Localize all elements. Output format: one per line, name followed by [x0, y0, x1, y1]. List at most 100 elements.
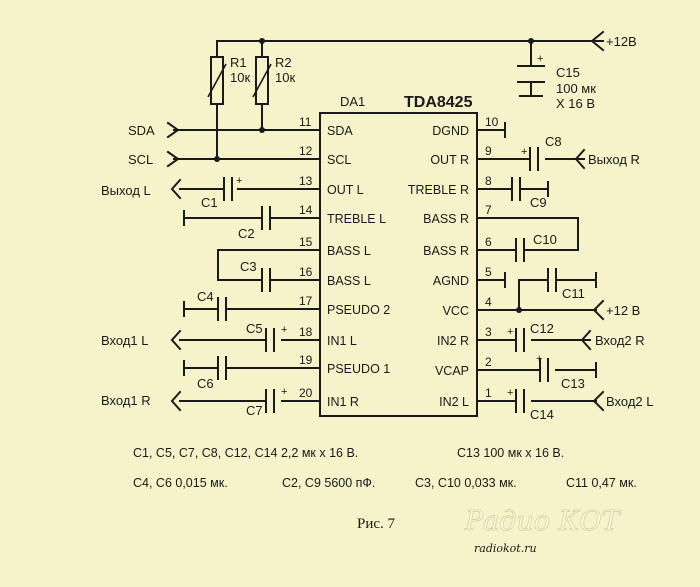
ic-pin-leads	[289, 129, 506, 402]
in2-r-label: Вход2 R	[595, 333, 645, 348]
pin-number-12: 12	[299, 144, 313, 158]
c15-value-voltage: X 16 В	[556, 96, 595, 111]
pin-name-scl: SCL	[327, 153, 351, 167]
sda-label: SDA	[128, 123, 155, 138]
pin-number-5: 5	[485, 265, 492, 279]
note-c2-c9: С2, С9 5600 пФ.	[282, 476, 376, 490]
c5-label: C5	[246, 321, 263, 336]
in1-l-label: Вход1 L	[101, 333, 148, 348]
c4-circuit	[183, 297, 291, 321]
c1-polarity: +	[236, 175, 242, 187]
c4-label: C4	[197, 289, 214, 304]
c1-label: C1	[201, 195, 218, 210]
c10-label: C10	[533, 232, 557, 247]
c8-polarity: +	[521, 146, 527, 158]
in1-r-label: Вход1 R	[101, 393, 151, 408]
pin-name-treble-r: TREBLE R	[408, 183, 469, 197]
junction-dot	[528, 38, 534, 44]
c10-circuit	[504, 217, 579, 262]
pin-name-in1-l: IN1 L	[327, 334, 357, 348]
r2-value: 10к	[275, 70, 295, 85]
pin-number-20: 20	[299, 386, 313, 400]
c5-polarity: +	[281, 324, 287, 336]
c12-polarity: +	[507, 326, 513, 338]
pin-number-16: 16	[299, 265, 313, 279]
pin-name-in2-l: IN2 L	[439, 395, 469, 409]
pin-number-10: 10	[485, 115, 499, 129]
c6-label: C6	[197, 376, 214, 391]
vcc-top-label: +12В	[606, 34, 637, 49]
pin-name-bass-l-15: BASS L	[327, 244, 371, 258]
c7-label: C7	[246, 403, 263, 418]
note-c13: С13 100 мк х 16 В.	[457, 446, 565, 460]
pin-name-agnd: AGND	[433, 274, 469, 288]
sda-terminal-arrow	[166, 121, 180, 139]
out-r-label: Выход R	[588, 152, 640, 167]
pin-name-in1-r: IN1 R	[327, 395, 359, 409]
watermark-site: radiokot.ru	[474, 542, 537, 555]
pin-name-sda: SDA	[327, 124, 353, 138]
c1-circuit	[170, 177, 291, 201]
out-l-label: Выход L	[101, 183, 151, 198]
pin-number-3: 3	[485, 325, 492, 339]
c14-polarity: +	[507, 387, 513, 399]
pin-number-11: 11	[299, 115, 312, 129]
resistor-r2-symbol	[252, 56, 272, 105]
pin-name-dgnd: DGND	[432, 124, 469, 138]
c14-circuit	[504, 389, 605, 413]
pin-number-1: 1	[485, 386, 492, 400]
pin-name-out-l: OUT L	[327, 183, 364, 197]
c13-label: C13	[561, 376, 585, 391]
c9-circuit	[504, 177, 549, 201]
pin-name-pseudo-2: PSEUDO 2	[327, 303, 390, 317]
note-c11: С11 0,47 мк.	[566, 476, 637, 490]
c6-circuit	[183, 356, 291, 380]
c8-label: C8	[545, 134, 562, 149]
ic-part-number: TDA8425	[404, 94, 473, 111]
vcc-pin-label: +12 В	[606, 303, 640, 318]
pin-name-vcap: VCAP	[435, 364, 469, 378]
r2-label: R2	[275, 55, 292, 70]
c8-circuit	[504, 147, 586, 171]
pin-number-9: 9	[485, 144, 492, 158]
scl-label: SCL	[128, 152, 153, 167]
in2-l-label: Вход2 L	[606, 394, 653, 409]
pin-name-out-r: OUT R	[430, 153, 469, 167]
c12-label: C12	[530, 321, 554, 336]
junction-dot	[259, 38, 265, 44]
ic-body	[319, 112, 478, 417]
pin-number-17: 17	[299, 294, 313, 308]
junction-dot	[516, 307, 522, 313]
pin-number-18: 18	[299, 325, 313, 339]
c3-circuit	[217, 249, 291, 292]
resistor-r1-symbol	[207, 56, 227, 105]
scl-terminal-arrow	[166, 150, 180, 168]
c2-label: C2	[238, 226, 255, 241]
pin-name-bass-r-6: BASS R	[423, 244, 469, 258]
c15-label: C15	[556, 65, 580, 80]
junction-dot	[214, 156, 220, 162]
ic-designator: DA1	[340, 94, 365, 109]
r1-label: R1	[230, 55, 247, 70]
pin-name-pseudo-1: PSEUDO 1	[327, 362, 390, 376]
c7-polarity: +	[281, 386, 287, 398]
c14-label: C14	[530, 407, 554, 422]
pin-number-2: 2	[485, 355, 492, 369]
pin-number-6: 6	[485, 235, 492, 249]
pin-name-bass-r-7: BASS R	[423, 212, 469, 226]
note-c1-c5-c7-c8-c12-c14: С1, С5, С7, С8, С12, С14 2,2 мк х 16 В.	[133, 446, 359, 460]
pin-name-bass-l-16: BASS L	[327, 274, 371, 288]
pin-number-14: 14	[299, 203, 313, 217]
c5-circuit	[170, 328, 291, 352]
pin-name-treble-l: TREBLE L	[327, 212, 386, 226]
watermark-logo: Радио КОТ	[464, 506, 622, 537]
pin-number-13: 13	[299, 174, 313, 188]
pin-name-vcc: VCC	[443, 304, 469, 318]
pin-name-in2-r: IN2 R	[437, 334, 469, 348]
pin-number-15: 15	[299, 235, 313, 249]
figure-caption: Рис. 7	[357, 516, 396, 532]
c9-label: C9	[530, 195, 547, 210]
pin-number-19: 19	[299, 353, 313, 367]
